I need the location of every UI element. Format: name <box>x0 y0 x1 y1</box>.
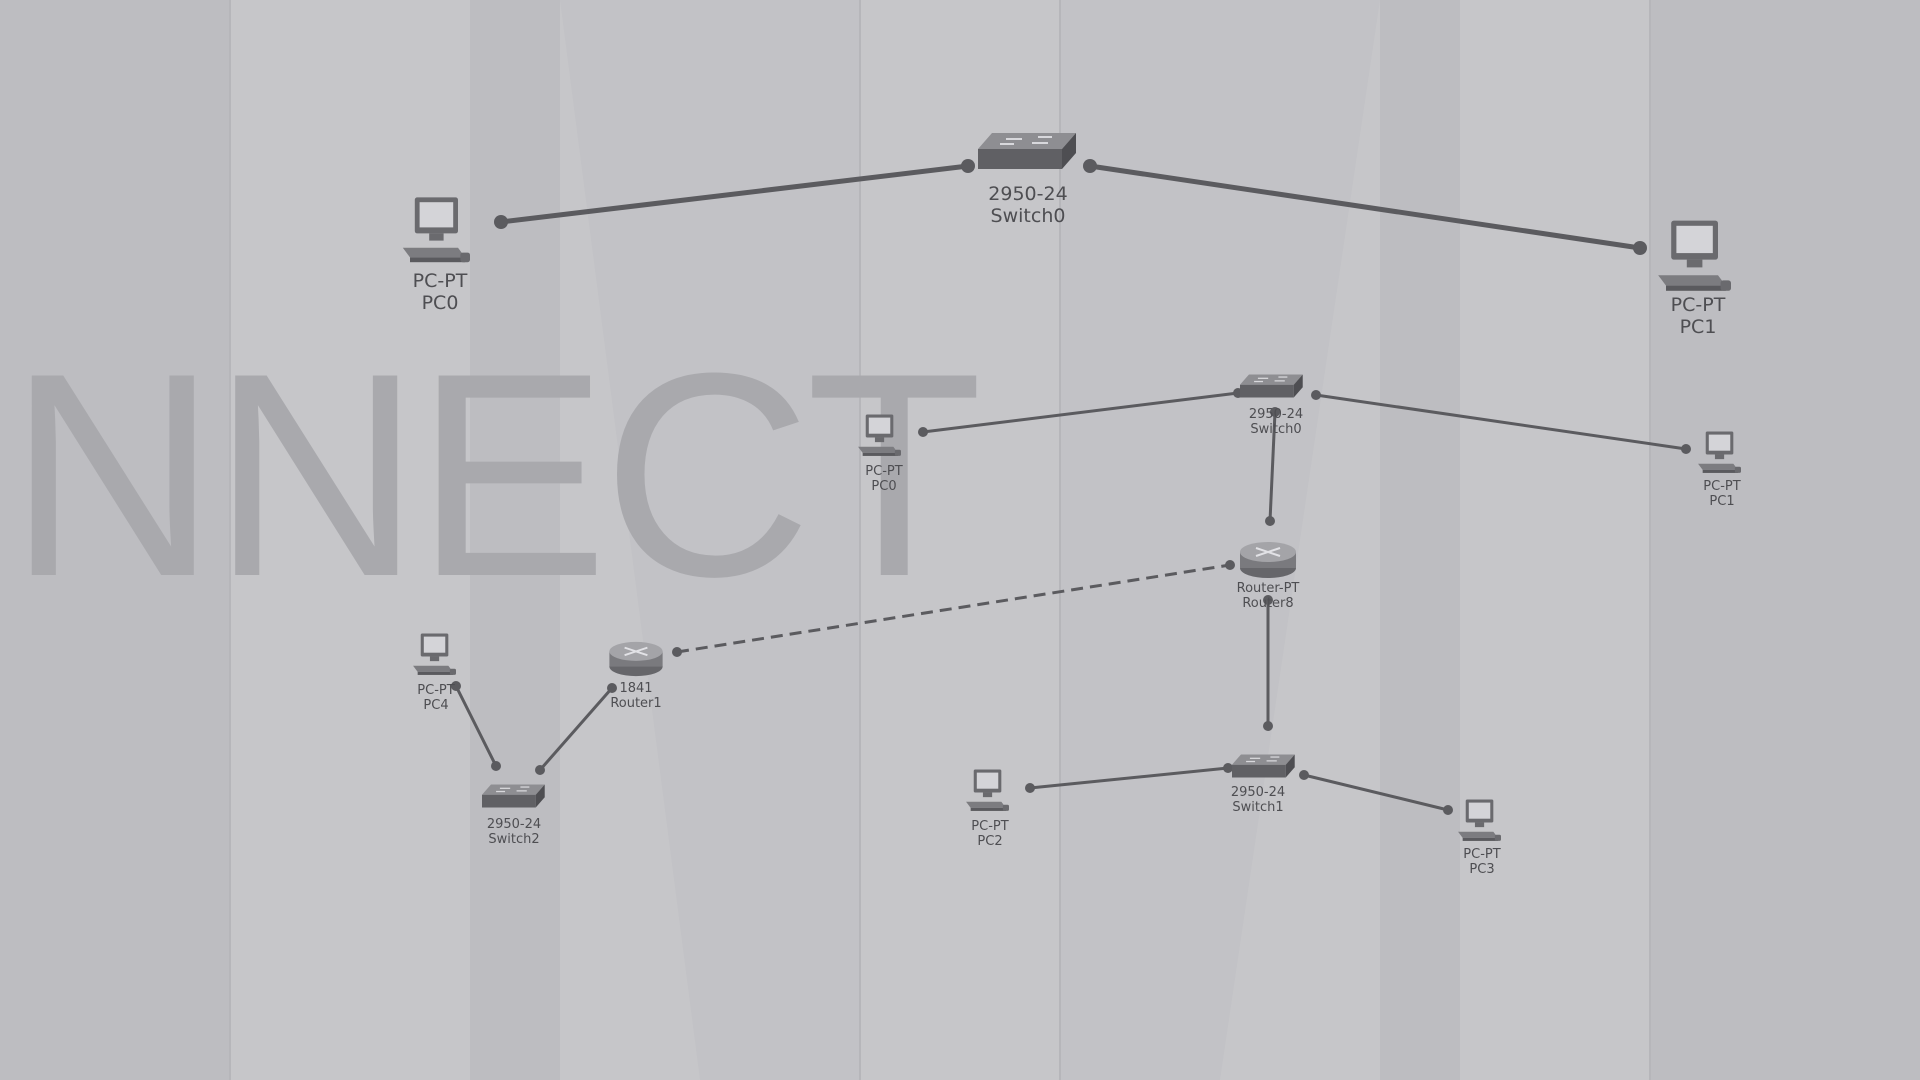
link-endpoint-dot <box>1270 407 1280 417</box>
link-switch2-router1[interactable] <box>538 687 614 771</box>
switch-icon[interactable] <box>978 131 1078 171</box>
device-model-label: 2950-24 <box>487 817 541 832</box>
link-endpoint-dot <box>535 765 545 775</box>
pc-icon[interactable] <box>1658 220 1731 291</box>
link-endpoint-dot <box>451 681 461 691</box>
pc-icon[interactable] <box>966 769 1009 811</box>
link-endpoint-dot <box>1083 159 1097 173</box>
device-name-label: PC1 <box>1680 316 1717 338</box>
device-model-label: PC-PT <box>865 464 902 479</box>
link-endpoint-dot <box>1025 783 1035 793</box>
link-top_pc0-top_switch0[interactable] <box>500 163 969 225</box>
pc-icon[interactable] <box>413 633 456 675</box>
device-name-label: PC0 <box>422 292 459 314</box>
device-model-label: PC-PT <box>971 819 1008 834</box>
watermark-text: NNECT <box>8 313 983 637</box>
link-endpoint-dot <box>1633 241 1647 255</box>
device-model-label: 2950-24 <box>1231 785 1285 800</box>
link-endpoint-dot <box>672 647 682 657</box>
link-switch0-router8[interactable] <box>1268 411 1277 522</box>
device-name-label: PC3 <box>1469 862 1494 877</box>
link-endpoint-dot <box>1263 595 1273 605</box>
device-name-label: Switch2 <box>488 832 539 847</box>
device-model-label: PC-PT <box>1463 847 1500 862</box>
device-name-label: PC0 <box>871 479 896 494</box>
link-endpoint-dot <box>1265 516 1275 526</box>
device-model-label: PC-PT <box>417 683 454 698</box>
link-pc2-switch1[interactable] <box>1029 766 1229 790</box>
device-name-label: PC4 <box>423 698 448 713</box>
link-endpoint-dot <box>494 215 508 229</box>
link-pc4-switch2[interactable] <box>454 685 498 767</box>
link-endpoint-dot <box>961 159 975 173</box>
link-endpoint-dot <box>918 427 928 437</box>
device-name-label: Switch0 <box>1250 422 1301 437</box>
link-endpoint-dot <box>491 761 501 771</box>
link-endpoint-dot <box>1263 721 1273 731</box>
pc-icon[interactable] <box>1458 799 1501 841</box>
link-endpoint-dot <box>1681 444 1691 454</box>
device-model-label: PC-PT <box>1671 294 1726 316</box>
link-top_switch0-top_pc1[interactable] <box>1089 163 1641 251</box>
router-icon[interactable] <box>1239 541 1297 579</box>
pc-icon[interactable] <box>858 414 901 456</box>
device-name-label: Router8 <box>1242 596 1293 611</box>
pc-icon[interactable] <box>1698 431 1741 473</box>
link-switch1-pc3[interactable] <box>1303 773 1449 812</box>
device-model-label: Router-PT <box>1237 581 1300 596</box>
device-name-label: Switch1 <box>1232 800 1283 815</box>
device-name-label: PC2 <box>977 834 1002 849</box>
link-endpoint-dot <box>1223 763 1233 773</box>
link-endpoint-dot <box>1225 560 1235 570</box>
pc-icon[interactable] <box>402 197 470 263</box>
router-icon[interactable] <box>608 640 664 678</box>
link-endpoint-dot <box>1311 390 1321 400</box>
switch-icon[interactable] <box>1240 373 1304 399</box>
device-name-label: Router1 <box>610 696 661 711</box>
link-router1-router8[interactable] <box>676 563 1231 654</box>
switch-icon[interactable] <box>1232 753 1296 779</box>
link-endpoint-dot <box>607 683 617 693</box>
link-pc0-switch0[interactable] <box>922 391 1239 434</box>
device-name-label: PC1 <box>1709 494 1734 509</box>
device-model-label: PC-PT <box>1703 479 1740 494</box>
link-endpoint-dot <box>1299 770 1309 780</box>
device-model-label: 2950-24 <box>1249 407 1303 422</box>
switch-icon[interactable] <box>482 783 546 809</box>
device-model-label: PC-PT <box>413 270 468 292</box>
device-model-label: 1841 <box>619 681 652 696</box>
link-endpoint-dot <box>1443 805 1453 815</box>
device-name-label: Switch0 <box>991 205 1066 227</box>
device-model-label: 2950-24 <box>988 183 1067 205</box>
link-switch0-pc1[interactable] <box>1315 393 1687 451</box>
